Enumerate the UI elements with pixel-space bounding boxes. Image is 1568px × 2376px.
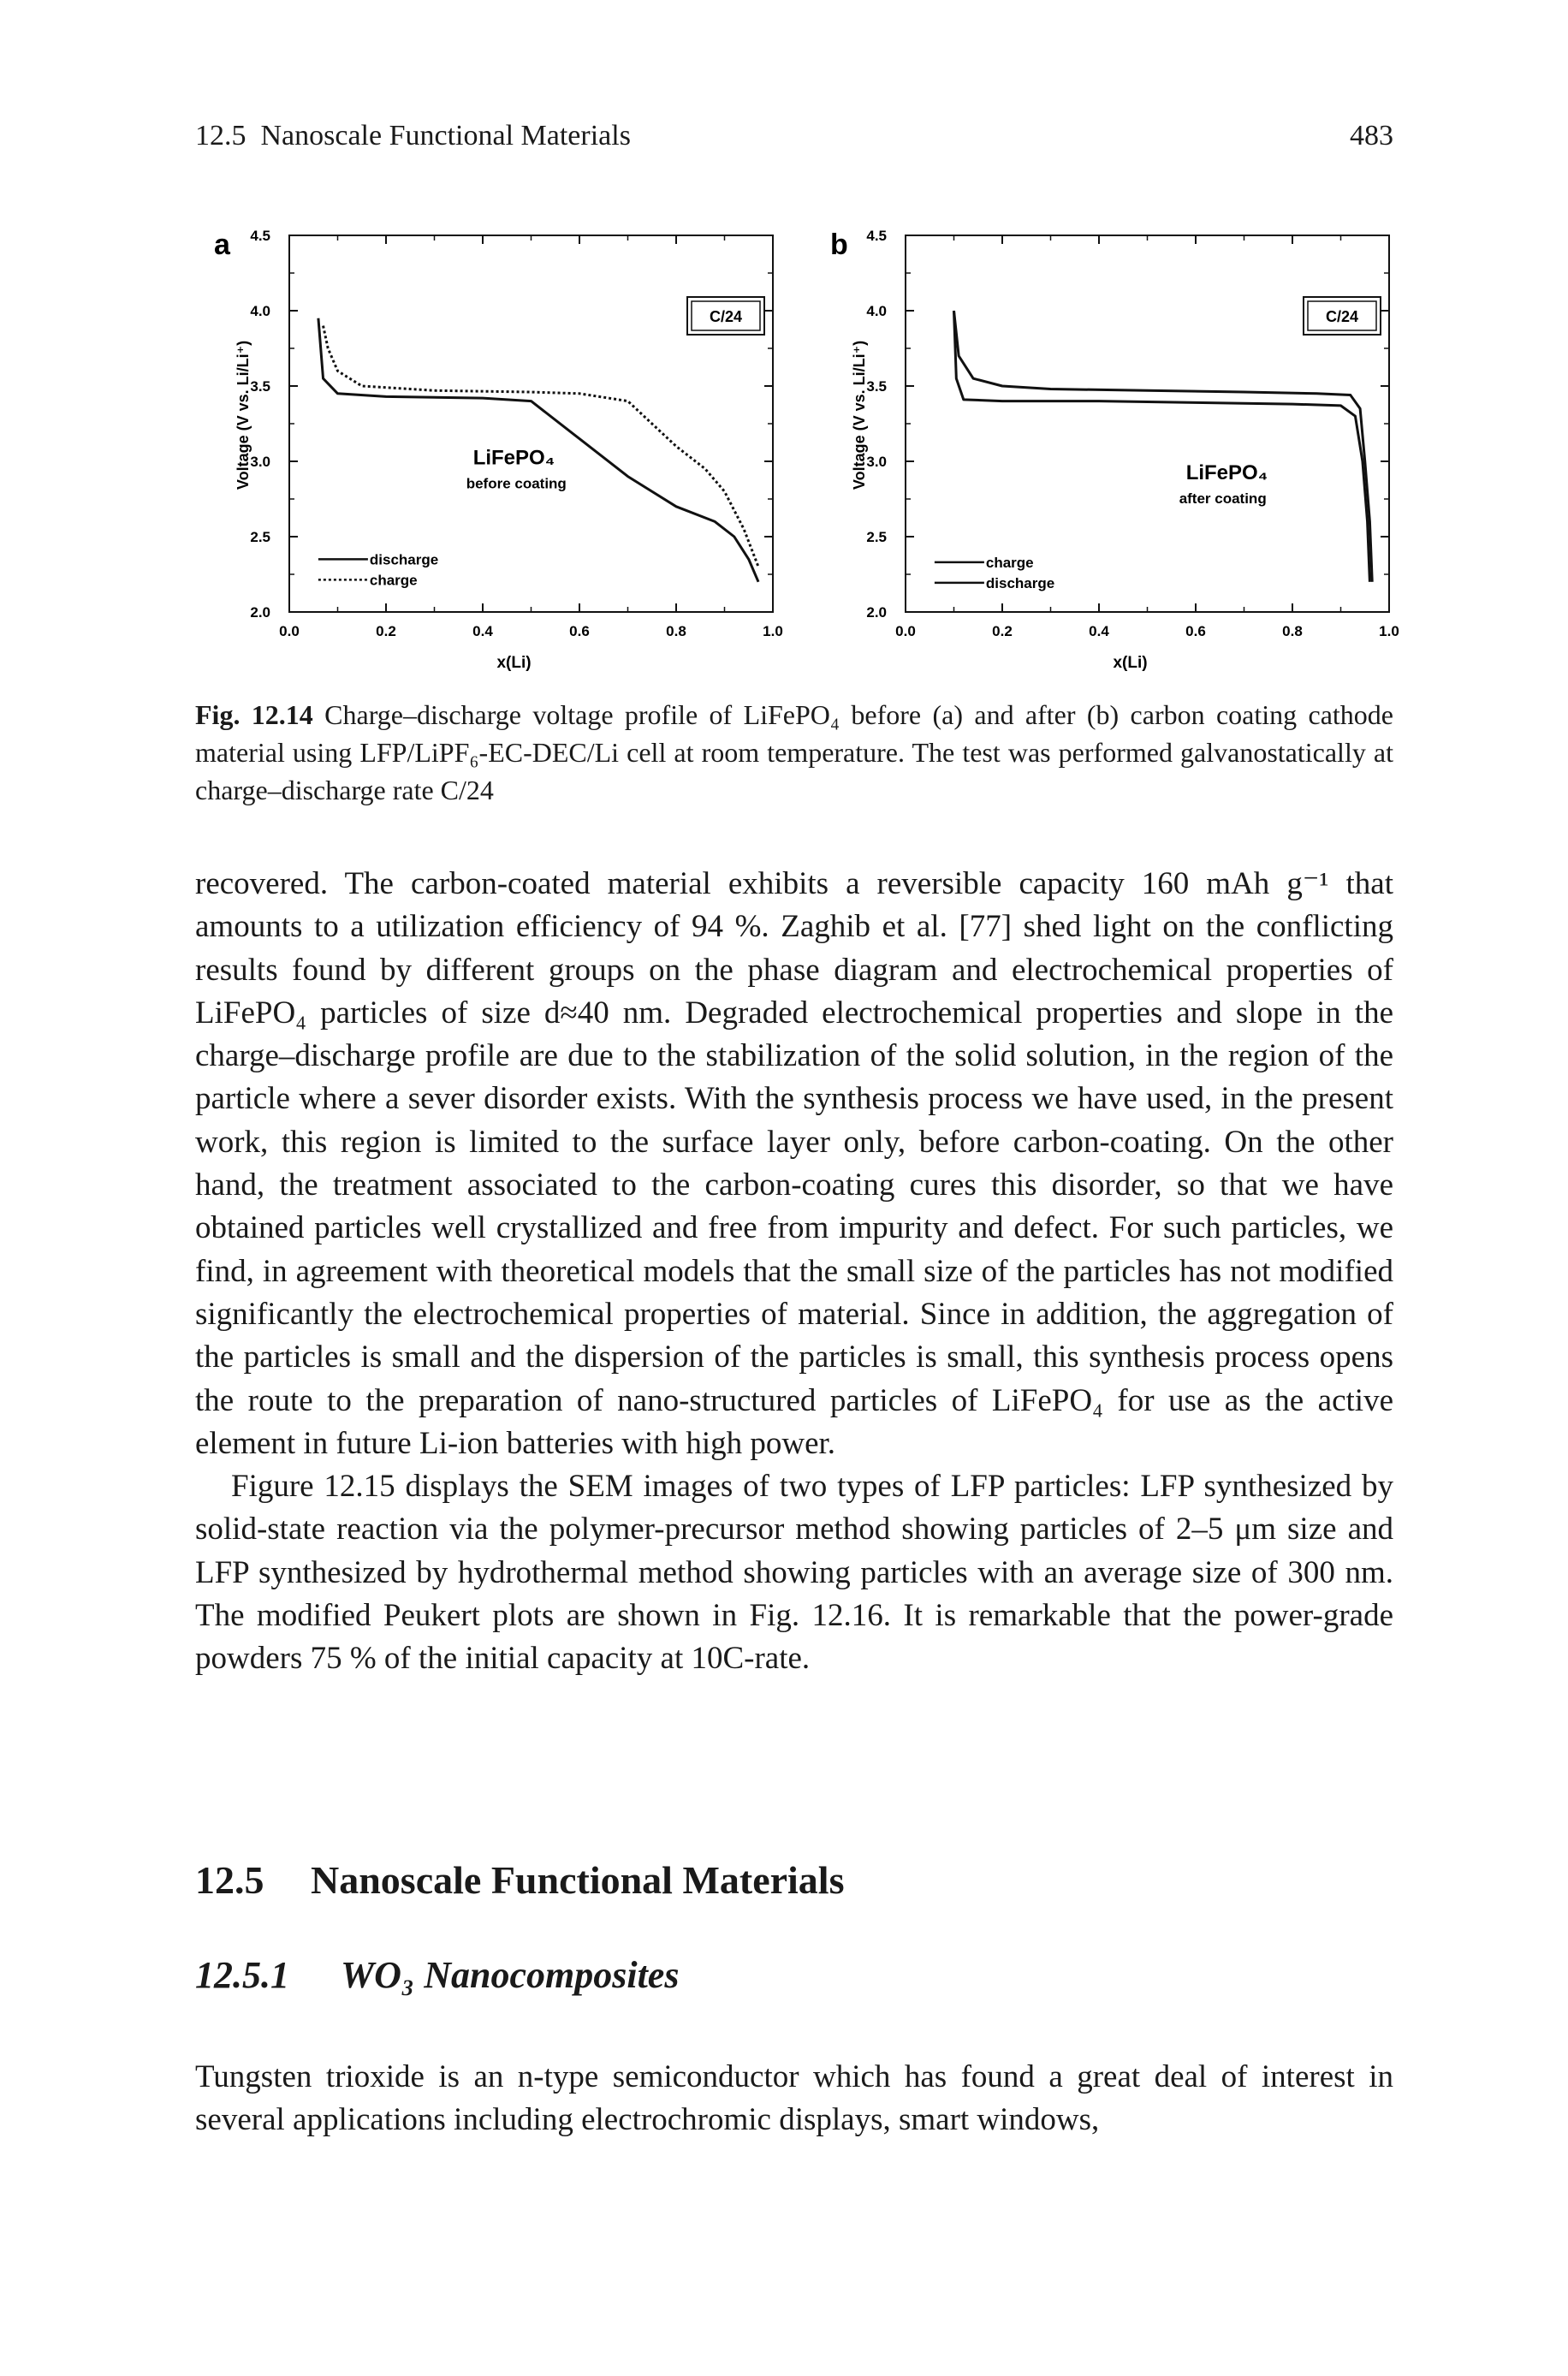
rate-label: C/24 — [710, 308, 742, 325]
rate-box-inner — [691, 300, 761, 331]
y-tick-label: 4.5 — [866, 228, 887, 244]
paragraph-1: recovered. The carbon-coated material ex… — [195, 866, 1393, 1461]
panel-letter: a — [214, 229, 231, 261]
subsection-title: WO₃ Nanocomposites — [341, 1954, 680, 1996]
y-tick-label: 2.0 — [866, 604, 887, 621]
caption-text: Charge–discharge voltage profile of LiFe… — [195, 699, 1394, 805]
x-tick-label: 0.8 — [666, 623, 686, 639]
series-line-charge — [953, 310, 1374, 582]
legend-label-discharge: discharge — [370, 551, 438, 567]
y-axis-label: Voltage (V vs. Li/Li⁺) — [235, 341, 252, 490]
body-text: recovered. The carbon-coated material ex… — [195, 863, 1393, 1681]
x-tick-label: 0.6 — [569, 623, 590, 639]
y-tick-label: 3.0 — [250, 454, 270, 470]
caption-label: Fig. 12.14 — [195, 699, 313, 730]
x-tick-label: 0.4 — [472, 623, 493, 639]
body-text-2: Tungsten trioxide is an n-type semicondu… — [195, 2056, 1393, 2142]
y-tick-label: 3.0 — [866, 454, 887, 470]
panel-letter: b — [830, 229, 848, 261]
material-label: LiFePO₄ — [473, 447, 555, 470]
subsection-heading: 12.5.1 WO₃ Nanocomposites — [195, 1953, 679, 1997]
rate-box-inner — [1307, 300, 1377, 331]
x-tick-label: 1.0 — [1379, 623, 1399, 639]
legend-label-discharge: discharge — [986, 575, 1054, 591]
subsection-number: 12.5.1 — [195, 1954, 289, 1996]
x-axis-label: x(Li) — [496, 654, 531, 672]
chart-panel-b: b 2.0 2.5 3.0 3.5 4.0 4.5 0.0 0.2 0.4 0.6 0.8 1.0 x(L… — [830, 228, 1399, 672]
rate-label: C/24 — [1326, 308, 1358, 325]
paragraph-3: Tungsten trioxide is an n-type semicondu… — [195, 2059, 1393, 2138]
plot-frame — [288, 235, 774, 613]
material-label: LiFePO₄ — [1186, 461, 1268, 484]
y-tick-label: 3.5 — [866, 378, 887, 395]
figure-caption: Fig. 12.14 Charge–discharge voltage prof… — [195, 696, 1393, 809]
y-tick-label: 2.5 — [866, 529, 887, 545]
legend-label-charge: charge — [370, 572, 418, 588]
section-number: 12.5 — [195, 1858, 264, 1902]
figure-12-14: a 2.0 2.5 3.0 3.5 4.0 4.5 0.0 0.2 0.4 0.6 0.8 1.0 x(L… — [195, 210, 1399, 702]
running-head: 12.5 Nanoscale Functional Materials 483 — [195, 120, 1393, 152]
series-line-charge — [322, 325, 760, 567]
x-tick-label: 0.6 — [1185, 623, 1206, 639]
y-axis-label: Voltage (V vs. Li/Li⁺) — [851, 341, 868, 490]
series-line-discharge — [317, 318, 760, 583]
coating-label: after coating — [1179, 490, 1267, 507]
running-head-section: 12.5 Nanoscale Functional Materials — [195, 120, 631, 151]
legend-label-charge: charge — [986, 555, 1034, 571]
coating-label: before coating — [466, 476, 567, 492]
section-heading: 12.5 Nanoscale Functional Materials — [195, 1857, 845, 1903]
y-tick-label: 2.0 — [250, 604, 270, 621]
plot-frame — [905, 235, 1390, 613]
rate-box — [686, 296, 765, 336]
y-tick-label: 4.5 — [250, 228, 270, 244]
x-tick-label: 0.2 — [992, 623, 1013, 639]
y-tick-label: 4.0 — [866, 303, 887, 319]
x-tick-label: 0.0 — [895, 623, 916, 639]
x-tick-label: 0.4 — [1089, 623, 1109, 639]
rate-box — [1303, 296, 1381, 336]
series-line-discharge — [953, 310, 1371, 582]
paragraph-2: Figure 12.15 displays the SEM images of … — [195, 1469, 1393, 1677]
x-tick-label: 0.8 — [1282, 623, 1303, 639]
chart-panel-a: a 2.0 2.5 3.0 3.5 4.0 4.5 0.0 0.2 0.4 0.6 0.8 1.0 x(L… — [214, 228, 783, 672]
x-axis-label: x(Li) — [1113, 654, 1147, 672]
x-tick-label: 1.0 — [763, 623, 783, 639]
y-tick-label: 4.0 — [250, 303, 270, 319]
x-tick-label: 0.2 — [376, 623, 396, 639]
page-number: 483 — [1350, 120, 1393, 151]
section-title: Nanoscale Functional Materials — [311, 1858, 845, 1902]
y-tick-label: 3.5 — [250, 378, 270, 395]
y-tick-label: 2.5 — [250, 529, 270, 545]
x-tick-label: 0.0 — [279, 623, 300, 639]
